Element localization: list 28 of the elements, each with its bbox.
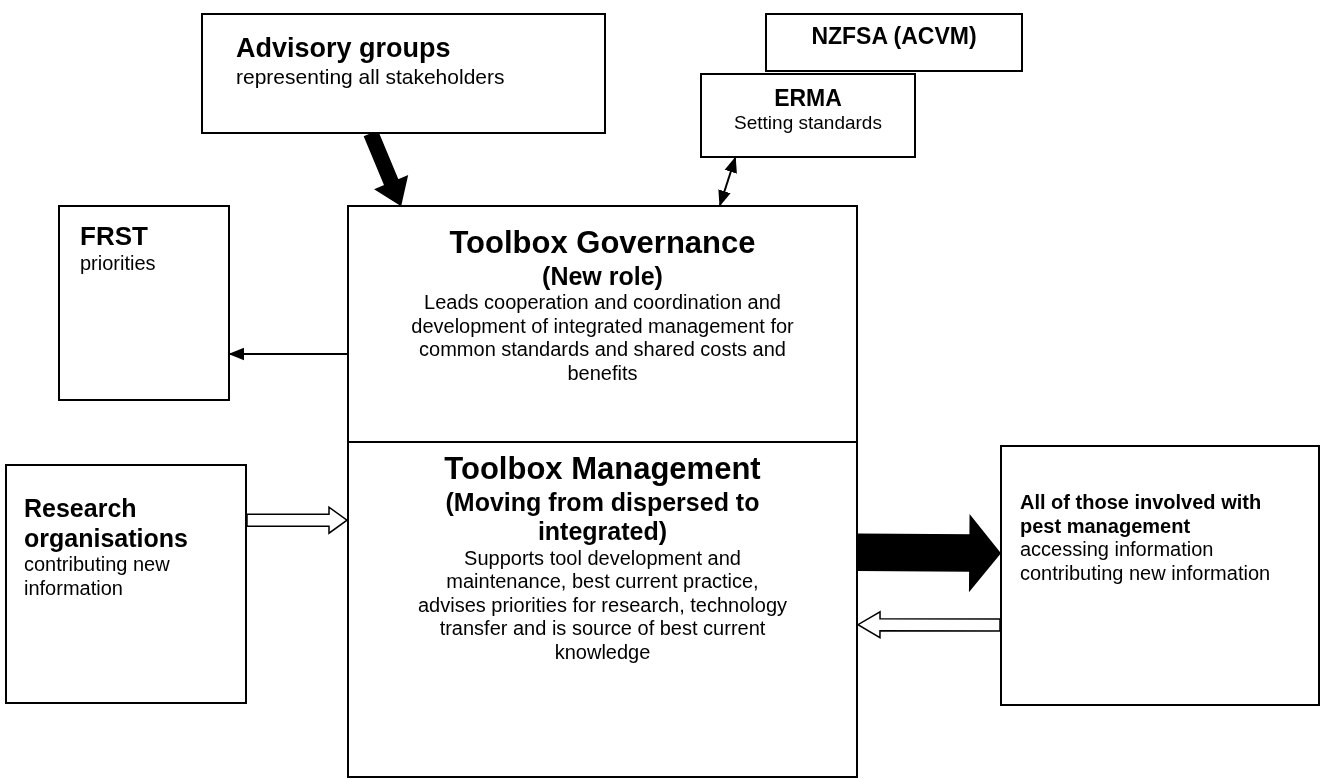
process-box (765, 13, 1023, 72)
box-description: priorities (80, 251, 157, 276)
block-arrow (246, 505, 349, 535)
box-description: contributing new information (24, 553, 171, 601)
process-box (1000, 445, 1320, 706)
box-heading: Advisory groups (236, 33, 452, 65)
box-description: Leads cooperation and coordination and development of integrated management for common standards and shared costs and benefits (410, 291, 795, 386)
process-box (347, 205, 858, 443)
box-heading: FRST (80, 221, 149, 252)
process-box (201, 13, 606, 134)
block-arrow (856, 610, 1001, 640)
process-box (347, 441, 858, 778)
box-heading: Toolbox Governance (448, 225, 757, 262)
box-description: accessing information contributing new information (1020, 538, 1272, 586)
box-description: Supports tool development and maintenance, best current practice, advises priorities for research, technology transfer and is source of best current knowledge (416, 546, 789, 665)
box-description: representing all stakeholders (236, 64, 506, 90)
process-box (5, 464, 247, 704)
box-subheading: (Moving from dispersed to integrated) (444, 487, 761, 547)
process-box (700, 73, 916, 158)
arrow (718, 156, 737, 207)
box-heading: NZFSA (ACVM) (810, 23, 978, 51)
block-arrow (857, 513, 1001, 593)
box-heading: Research organisations (24, 494, 189, 553)
box-heading: ERMA (773, 85, 843, 113)
box-subheading: (New role) (541, 261, 664, 292)
box-description: Setting standards (733, 112, 883, 135)
process-box (58, 205, 230, 401)
box-heading: Toolbox Management (443, 451, 762, 488)
